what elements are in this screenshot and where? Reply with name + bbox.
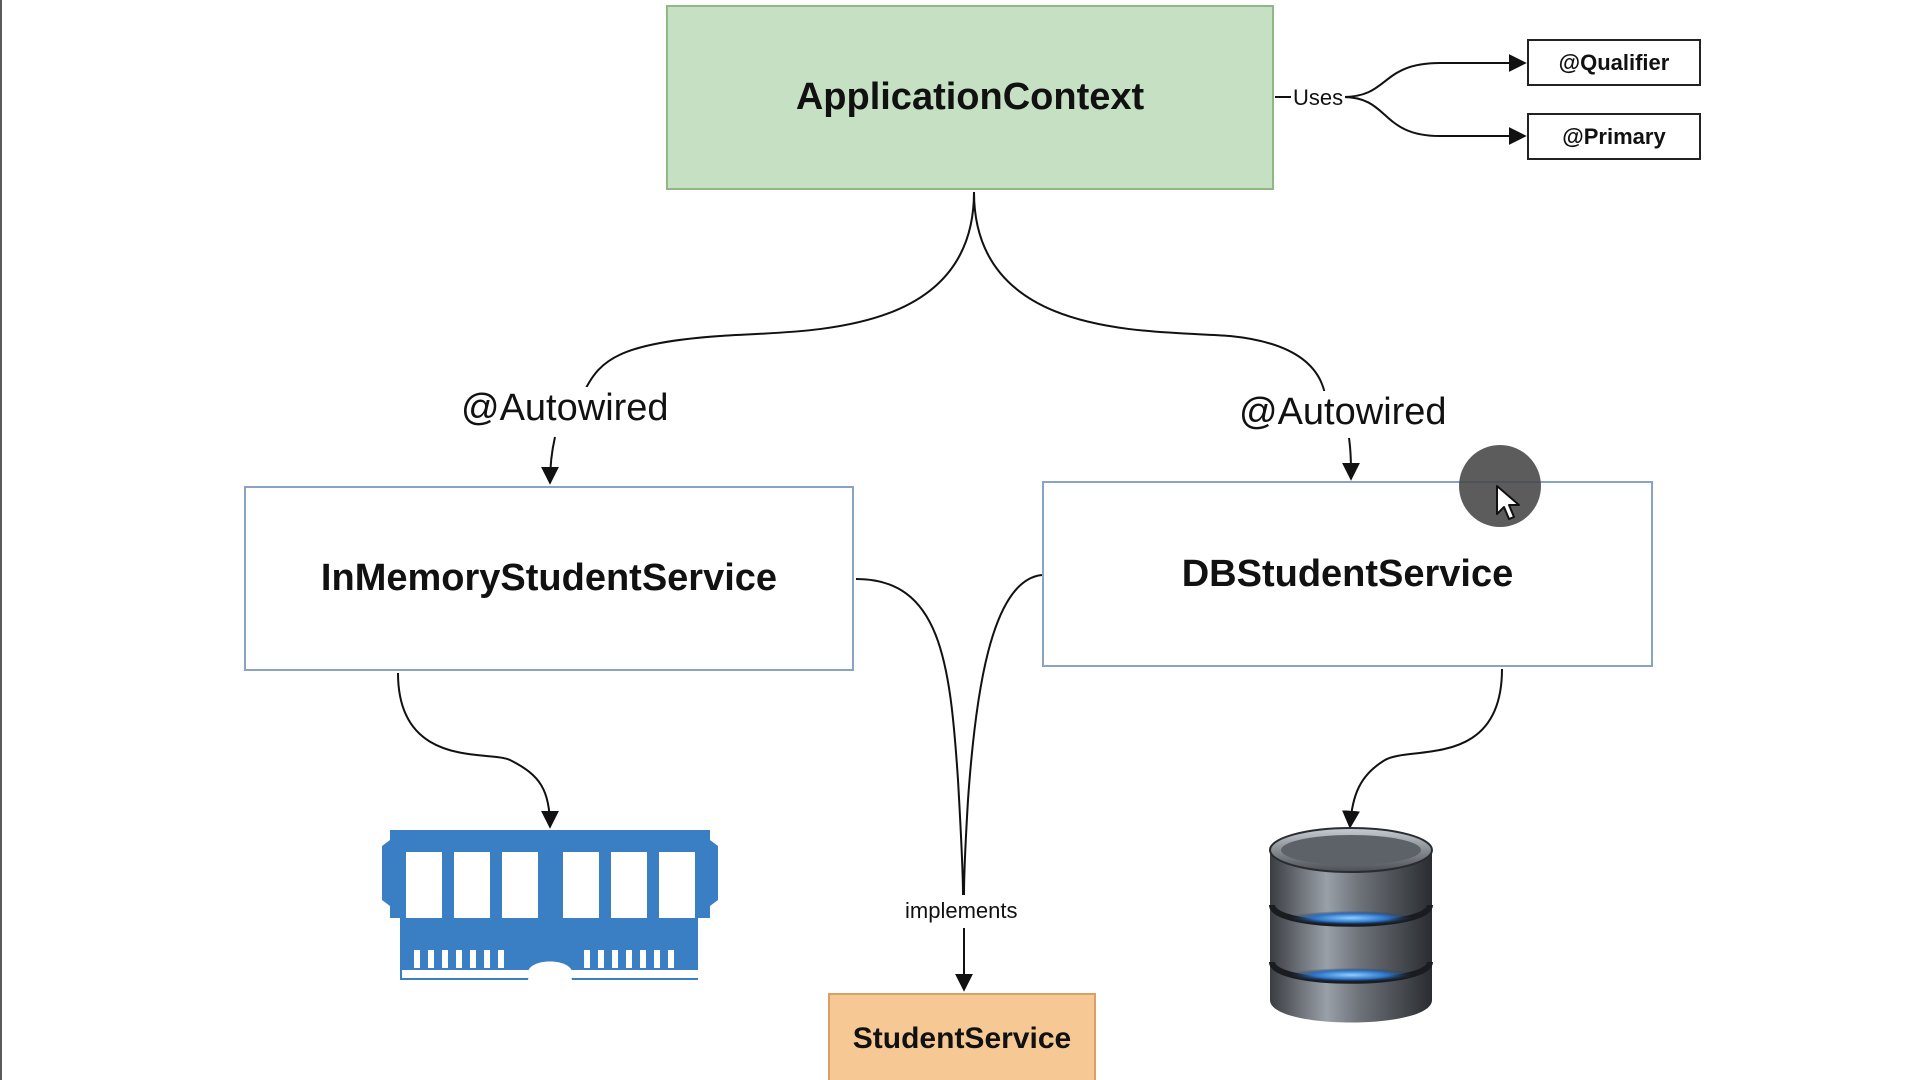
db-student-service-node: DBStudentService xyxy=(1042,481,1653,667)
student-service-interface-node: StudentService xyxy=(828,993,1096,1080)
autowired-right-connector xyxy=(973,191,1360,481)
autowired-right-label: @Autowired xyxy=(1239,391,1447,434)
autowired-left-connector xyxy=(541,191,975,485)
ram-memory-module-icon xyxy=(382,830,718,980)
database-stack-icon xyxy=(1269,827,1433,1023)
in-memory-student-service-node: InMemoryStudentService xyxy=(244,486,854,671)
uses-connector xyxy=(1275,54,1527,145)
window-edge xyxy=(0,0,2,1080)
database-connector xyxy=(1342,668,1503,829)
cursor-highlight xyxy=(1459,445,1541,527)
memory-connector xyxy=(397,672,559,829)
implements-connector xyxy=(855,574,1043,992)
application-context-node: ApplicationContext xyxy=(666,5,1274,190)
autowired-left-label: @Autowired xyxy=(461,387,669,430)
qualifier-annotation-node: @Qualifier xyxy=(1527,39,1701,86)
implements-edge-label: implements xyxy=(903,898,1020,924)
uses-edge-label: Uses xyxy=(1291,85,1346,111)
mouse-pointer-icon xyxy=(1496,485,1520,520)
primary-annotation-node: @Primary xyxy=(1527,113,1701,160)
